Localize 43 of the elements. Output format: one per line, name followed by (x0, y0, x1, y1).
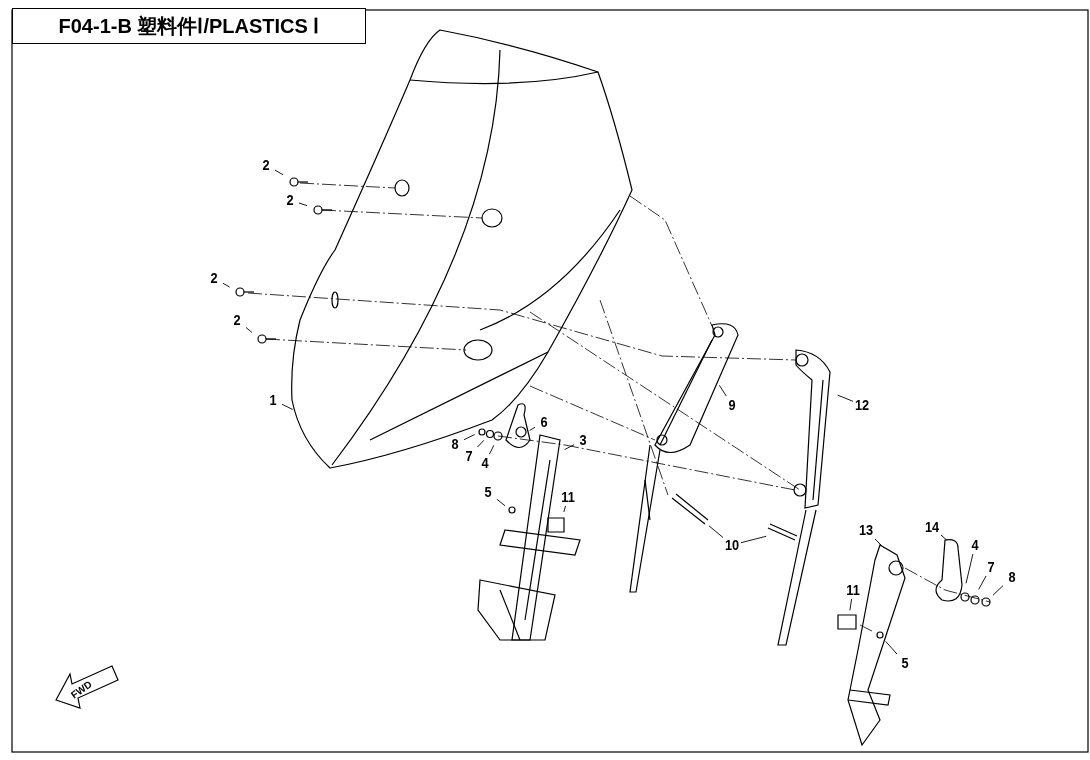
callout-number: 9 (722, 396, 742, 414)
callout-number: 5 (478, 483, 498, 501)
callout-number: 8 (1002, 568, 1022, 586)
leader-line (477, 439, 485, 448)
leader-line (992, 585, 1004, 596)
callout-number: 4 (965, 536, 985, 554)
callout-number: 1 (263, 391, 283, 409)
callout-number: 2 (204, 269, 224, 287)
callout-number: 6 (534, 413, 554, 431)
callout-number: 14 (922, 518, 942, 536)
leader-line (740, 535, 767, 544)
callout-number: 2 (280, 191, 300, 209)
leader-line (529, 426, 536, 431)
callout-number: 7 (981, 558, 1001, 576)
leader-line (718, 384, 727, 397)
callout-number: 2 (256, 156, 276, 174)
callout-number: 12 (852, 396, 872, 414)
leader-line (940, 534, 948, 541)
leader-line (978, 575, 987, 590)
leader-line (489, 444, 495, 455)
callout-number: 11 (558, 488, 578, 506)
leader-line (885, 640, 898, 655)
leader-line (564, 444, 575, 450)
leader-line (463, 434, 476, 441)
leader-line (245, 327, 253, 333)
callout-number: 10 (722, 536, 742, 554)
title: F04-1-B 塑料件Ⅰ/PLASTICS Ⅰ (12, 8, 366, 44)
leader-line (563, 505, 566, 513)
leader-line (965, 553, 974, 584)
callout-number: 3 (573, 431, 593, 449)
leader-line (298, 202, 308, 207)
leader-line (708, 525, 724, 538)
leader-line (281, 403, 294, 410)
callout-number: 13 (856, 521, 876, 539)
leader-line (849, 598, 853, 611)
leader-line (496, 498, 506, 507)
callout-number: 5 (895, 654, 915, 672)
leader-line (837, 394, 854, 402)
leader-line (874, 538, 885, 549)
callout-number: 2 (227, 311, 247, 329)
leader-line (274, 169, 284, 176)
leader-line (222, 282, 231, 288)
callout-number: 11 (843, 581, 863, 599)
